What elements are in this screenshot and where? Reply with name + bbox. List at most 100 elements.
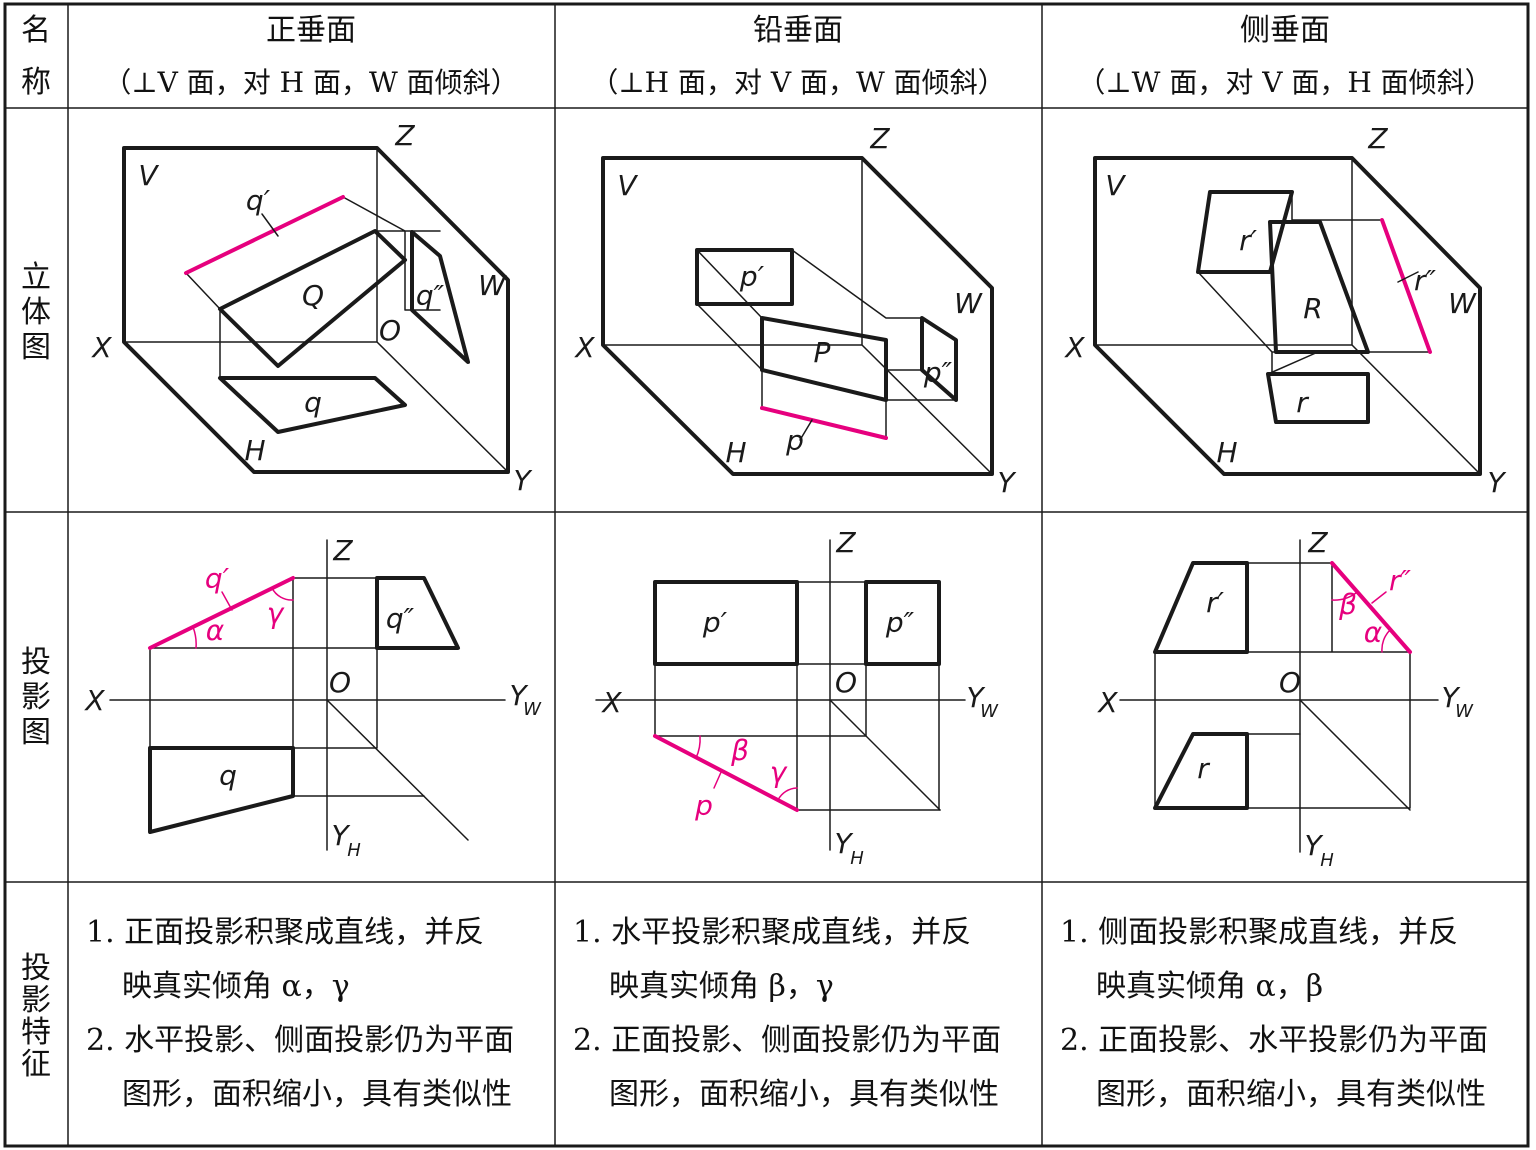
p1-label-top: q bbox=[219, 759, 237, 792]
p1-label-yh-sub: H bbox=[347, 840, 361, 861]
p2-label-o: O bbox=[835, 666, 857, 699]
p3-label-yw-sub: W bbox=[1455, 701, 1474, 722]
s1-label-v: V bbox=[138, 159, 159, 192]
p3-label-side: r″ bbox=[1389, 564, 1412, 597]
projection-view-3 bbox=[1119, 539, 1439, 853]
p1-label-yh: Y bbox=[331, 819, 350, 852]
s2-label-front: p′ bbox=[739, 260, 765, 293]
p1-label-x: X bbox=[83, 684, 105, 717]
s2-label-v: V bbox=[617, 169, 638, 202]
p3-label-yh-sub: H bbox=[1320, 850, 1334, 871]
p2-label-z: Z bbox=[835, 526, 856, 559]
s2-label-face: P bbox=[814, 336, 831, 369]
projection-view-1-labels: Z X Y W Y H O q′ q″ q α γ bbox=[83, 534, 542, 861]
p2-label-x: X bbox=[600, 686, 622, 719]
row-label-proj-3: 图 bbox=[21, 715, 51, 750]
feature-line: 映真实倾角 α，β bbox=[1096, 969, 1324, 1004]
s1-label-y: Y bbox=[513, 464, 532, 497]
header-name-col2: 铅垂面 bbox=[753, 13, 843, 48]
solid-view-1 bbox=[122, 146, 510, 474]
s3-label-face: R bbox=[1303, 292, 1322, 325]
s3-label-y: Y bbox=[1487, 466, 1506, 499]
p2-label-side: p″ bbox=[885, 606, 915, 639]
p3-label-z: Z bbox=[1307, 526, 1328, 559]
header-cond-col3: （⊥W 面，对 V 面，H 面倾斜） bbox=[1077, 66, 1492, 99]
p1-label-yw-sub: W bbox=[523, 699, 542, 720]
solid-view-3-labels: V Z X W H Y R r′ r″ r bbox=[1063, 122, 1506, 499]
s1-label-top: q bbox=[304, 386, 322, 419]
projection-view-1 bbox=[109, 539, 506, 851]
s2-label-x: X bbox=[573, 331, 595, 364]
feature-line: 图形，面积缩小，具有类似性 bbox=[1096, 1077, 1486, 1112]
p2-label-yw-sub: W bbox=[980, 701, 999, 722]
p3-label-o: O bbox=[1279, 666, 1301, 699]
row-label-solid-1: 立 bbox=[21, 260, 51, 295]
p3-label-yh: Y bbox=[1304, 829, 1323, 862]
s2-label-y: Y bbox=[997, 466, 1016, 499]
feature-line: 2. 正面投影、水平投影仍为平面 bbox=[1060, 1023, 1489, 1058]
p1-label-z: Z bbox=[332, 534, 353, 567]
row-labels: 名 称 立 体 图 投 影 图 投 影 特 征 bbox=[21, 13, 51, 1082]
s3-label-front: r′ bbox=[1239, 224, 1258, 257]
header-name-col1: 正垂面 bbox=[266, 13, 356, 48]
feature-line: 1. 水平投影积聚成直线，并反 bbox=[573, 915, 972, 950]
p1-label-ang2: γ bbox=[267, 597, 285, 630]
s3-label-w: W bbox=[1448, 287, 1477, 320]
row-label-proj-1: 投 bbox=[21, 645, 51, 680]
s1-label-w: W bbox=[478, 269, 507, 302]
row-label-name-1: 名 bbox=[21, 13, 51, 48]
column-headers: 正垂面 （⊥V 面，对 H 面，W 面倾斜） 铅垂面 （⊥H 面，对 V 面，W… bbox=[103, 13, 1492, 99]
p1-label-o: O bbox=[329, 666, 351, 699]
p3-label-front: r′ bbox=[1206, 586, 1225, 619]
row-label-name-2: 称 bbox=[21, 65, 51, 100]
feature-line: 1. 侧面投影积聚成直线，并反 bbox=[1060, 915, 1459, 950]
s1-label-x: X bbox=[90, 331, 112, 364]
p2-label-top: p bbox=[694, 789, 713, 822]
p1-label-side: q″ bbox=[386, 602, 415, 635]
header-name-col3: 侧垂面 bbox=[1240, 13, 1330, 48]
s1-label-side: q″ bbox=[416, 279, 445, 312]
feature-line: 2. 正面投影、侧面投影仍为平面 bbox=[573, 1023, 1002, 1058]
feature-line: 2. 水平投影、侧面投影仍为平面 bbox=[86, 1023, 515, 1058]
features-col2: 1. 水平投影积聚成直线，并反 映真实倾角 β，γ 2. 正面投影、侧面投影仍为… bbox=[573, 906, 1001, 1122]
s1-label-z: Z bbox=[394, 119, 415, 152]
p2-label-yh: Y bbox=[834, 827, 853, 860]
solid-view-2-labels: V Z X W H Y P p′ p″ p bbox=[573, 122, 1016, 499]
row-label-feat-2: 影 bbox=[21, 983, 51, 1018]
s3-label-v: V bbox=[1105, 169, 1126, 202]
solid-view-1-labels: V Z X W H Y O Q q′ q″ q bbox=[90, 119, 532, 497]
table-grid bbox=[3, 2, 1530, 1148]
solid-view-3 bbox=[1093, 156, 1482, 476]
p3-label-yw: Y bbox=[1441, 681, 1460, 714]
solid-view-2 bbox=[601, 156, 994, 476]
p1-label-ang1: α bbox=[206, 614, 225, 647]
feature-line: 映真实倾角 α，γ bbox=[122, 969, 350, 1004]
projection-view-2 bbox=[595, 539, 966, 851]
p2-label-ang2: γ bbox=[770, 756, 788, 789]
s1-label-o: O bbox=[379, 314, 401, 347]
header-cond-col2: （⊥H 面，对 V 面，W 面倾斜） bbox=[590, 66, 1005, 99]
s1-label-front: q′ bbox=[246, 184, 271, 217]
p2-label-yw: Y bbox=[966, 681, 985, 714]
row-label-feat-1: 投 bbox=[21, 951, 51, 986]
p1-label-front: q′ bbox=[205, 562, 230, 595]
s1-label-h: H bbox=[244, 434, 265, 467]
feature-line: 1. 正面投影积聚成直线，并反 bbox=[86, 915, 485, 950]
p2-label-ang1: β bbox=[730, 734, 749, 767]
p2-label-front: p′ bbox=[702, 606, 728, 639]
header-cond-col1: （⊥V 面，对 H 面，W 面倾斜） bbox=[103, 66, 518, 99]
p3-label-ang1: β bbox=[1338, 588, 1357, 621]
s3-label-h: H bbox=[1216, 436, 1237, 469]
s3-label-top: r bbox=[1296, 386, 1309, 419]
feature-line: 映真实倾角 β，γ bbox=[609, 969, 834, 1004]
p3-label-top: r bbox=[1197, 752, 1210, 785]
s2-label-w: W bbox=[954, 287, 983, 320]
row-label-proj-2: 影 bbox=[21, 680, 51, 715]
row-label-feat-4: 征 bbox=[21, 1047, 51, 1082]
s2-label-top: p bbox=[785, 424, 804, 457]
feature-line: 图形，面积缩小，具有类似性 bbox=[609, 1077, 999, 1112]
p3-label-x: X bbox=[1096, 686, 1118, 719]
s3-label-side: r″ bbox=[1414, 264, 1437, 297]
s3-label-z: Z bbox=[1367, 122, 1388, 155]
row-label-solid-3: 图 bbox=[21, 330, 51, 365]
